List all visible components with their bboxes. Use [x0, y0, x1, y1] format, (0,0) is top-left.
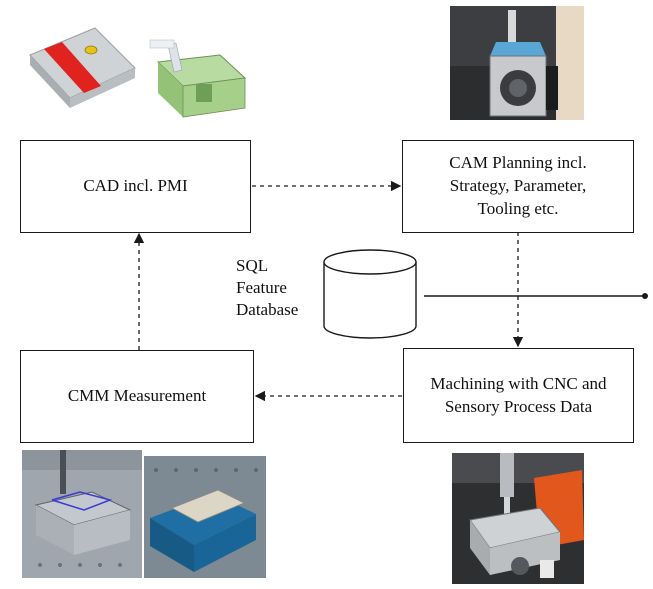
database-cylinder-icon [323, 249, 417, 339]
machining-box-line-1: Machining with CNC and [430, 373, 607, 393]
cam-planning-box: CAM Planning incl. Strategy, Parameter, … [402, 140, 634, 233]
machining-box-line-2: Sensory Process Data [444, 396, 593, 416]
database-label-line-1: SQL [236, 256, 269, 275]
database-label-line-3: Database [236, 300, 299, 320]
cam-box-line-1: CAM Planning incl. [449, 153, 587, 173]
database-label-line-2: Feature [236, 278, 287, 298]
cmm-box: CMM Measurement [20, 350, 254, 443]
database-label: SQL Feature Database [236, 255, 298, 321]
connection-endpoint-dot [642, 293, 648, 299]
cmm-box-label: CMM Measurement [67, 386, 207, 406]
cad-box: CAD incl. PMI [20, 140, 251, 233]
cam-box-line-2: Strategy, Parameter, [449, 176, 587, 196]
cam-box-line-3: Tooling etc. [477, 198, 559, 218]
machining-box: Machining with CNC and Sensory Process D… [403, 348, 634, 443]
cad-box-label: CAD incl. PMI [83, 176, 188, 196]
